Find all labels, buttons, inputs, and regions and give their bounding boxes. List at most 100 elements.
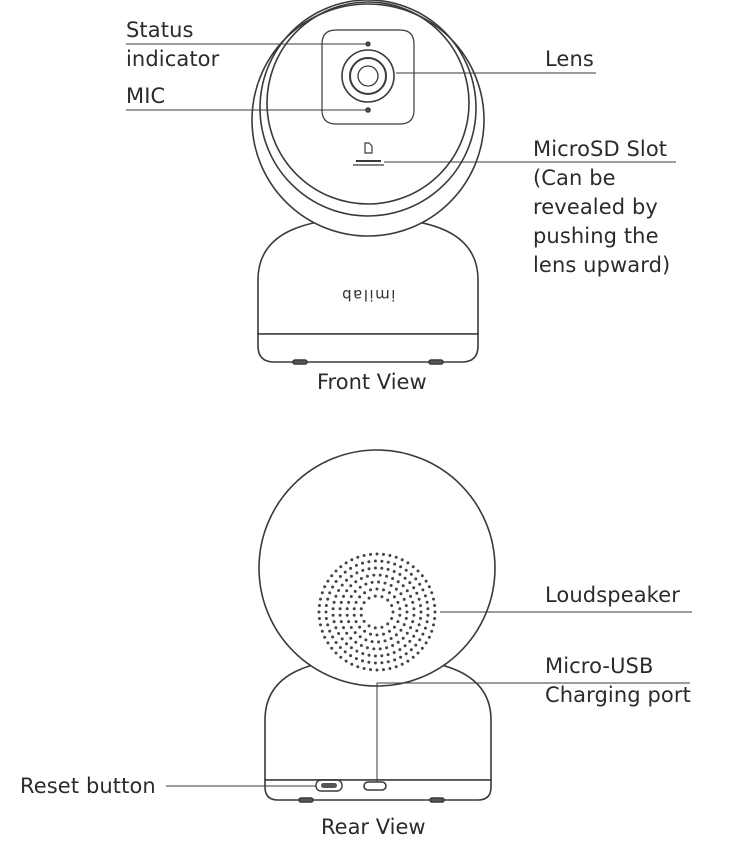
speaker-hole: [433, 610, 437, 614]
status-indicator-label-line2: indicator: [126, 47, 220, 71]
speaker-hole: [411, 655, 415, 659]
speaker-hole: [345, 631, 349, 635]
speaker-hole: [367, 560, 371, 564]
speaker-hole: [433, 617, 437, 620]
speaker-hole: [382, 632, 385, 636]
speaker-hole: [387, 591, 391, 595]
speaker-hole: [365, 574, 369, 578]
speaker-hole: [320, 591, 324, 595]
speaker-hole: [387, 629, 391, 633]
speaker-hole: [317, 610, 321, 614]
speaker-hole: [421, 588, 425, 592]
speaker-hole: [324, 604, 328, 607]
speaker-hole: [358, 635, 362, 639]
microsd-slot-label-line2: (Can be: [533, 166, 616, 190]
speaker-hole: [364, 638, 368, 642]
speaker-hole: [404, 568, 408, 572]
speaker-hole: [361, 652, 365, 656]
speaker-hole: [317, 604, 321, 607]
speaker-hole: [394, 587, 398, 591]
speaker-hole: [419, 604, 422, 608]
speaker-hole: [337, 589, 341, 592]
rear-foot-right: [429, 797, 445, 803]
speaker-hole: [382, 588, 385, 592]
speaker-hole: [380, 559, 384, 563]
speaker-hole: [401, 636, 405, 640]
speaker-hole: [409, 648, 413, 652]
speaker-hole: [349, 574, 353, 578]
speaker-hole: [319, 623, 322, 627]
speaker-hole: [317, 617, 321, 620]
speaker-hole: [394, 633, 398, 637]
speaker-hole: [398, 648, 402, 652]
speaker-hole: [404, 652, 408, 656]
micro-usb-port-graphic: [363, 781, 387, 791]
speaker-hole: [396, 580, 400, 584]
front-camera: imilab: [251, 0, 485, 365]
speaker-hole: [345, 589, 349, 593]
speaker-hole: [339, 620, 343, 624]
speaker-hole: [394, 555, 398, 559]
speaker-hole: [334, 594, 338, 598]
speaker-hole: [390, 604, 394, 607]
speaker-hole: [319, 597, 322, 601]
micro-usb-label-line2: Charging port: [545, 683, 691, 707]
speaker-hole: [349, 584, 353, 588]
status-indicator-label-line1: Status: [126, 18, 194, 42]
speaker-hole: [338, 613, 342, 617]
speaker-hole: [355, 571, 359, 575]
speaker-hole: [399, 565, 403, 569]
speaker-hole: [391, 577, 395, 580]
speaker-hole: [326, 597, 330, 601]
speaker-hole: [362, 601, 366, 605]
mic-label: MIC: [126, 84, 166, 108]
status-indicator-dot: [365, 41, 371, 47]
speaker-hole: [418, 582, 422, 586]
speaker-hole: [411, 565, 415, 569]
speaker-hole: [363, 629, 367, 633]
speaker-hole: [345, 613, 349, 617]
speaker-hole: [358, 585, 362, 589]
speaker-hole: [405, 610, 409, 614]
speaker-hole: [339, 655, 343, 659]
speaker-hole: [332, 600, 336, 604]
microsd-slot-label: MicroSD Slot (Can be revealed by pushing…: [533, 135, 670, 280]
speaker-hole: [344, 561, 348, 565]
speaker-hole: [354, 620, 358, 624]
loudspeaker-grille: [317, 552, 437, 672]
speaker-hole: [386, 622, 390, 626]
speaker-hole: [334, 651, 338, 655]
lens-outer: [341, 49, 395, 103]
speaker-hole: [349, 646, 353, 650]
front-callouts: [126, 43, 676, 163]
speaker-hole: [430, 591, 434, 595]
speaker-hole: [406, 659, 410, 663]
speaker-hole: [383, 639, 387, 643]
speaker-hole: [380, 595, 384, 599]
speaker-hole: [354, 563, 358, 567]
speaker-hole: [326, 641, 330, 645]
speaker-hole: [426, 613, 430, 617]
rear-callouts: [166, 611, 692, 787]
speaker-hole: [358, 595, 362, 599]
speaker-hole: [425, 620, 429, 624]
speaker-hole: [419, 610, 423, 614]
front-foot-right: [428, 359, 444, 365]
speaker-hole: [380, 661, 384, 665]
speaker-hole: [392, 625, 396, 629]
speaker-hole: [355, 649, 359, 653]
rear-camera: [258, 449, 496, 803]
lens-label: Lens: [545, 47, 594, 71]
speaker-hole: [372, 647, 376, 651]
speaker-hole: [369, 668, 372, 672]
speaker-hole: [343, 570, 347, 574]
micro-usb-label: Micro-USB Charging port: [545, 652, 691, 710]
speaker-hole: [359, 577, 363, 580]
speaker-hole: [392, 570, 396, 573]
lens-inner: [357, 65, 379, 87]
speaker-hole: [369, 632, 372, 636]
speaker-hole: [367, 624, 371, 628]
speaker-hole: [408, 581, 412, 585]
speaker-hole: [398, 607, 402, 611]
speaker-hole: [391, 610, 395, 614]
